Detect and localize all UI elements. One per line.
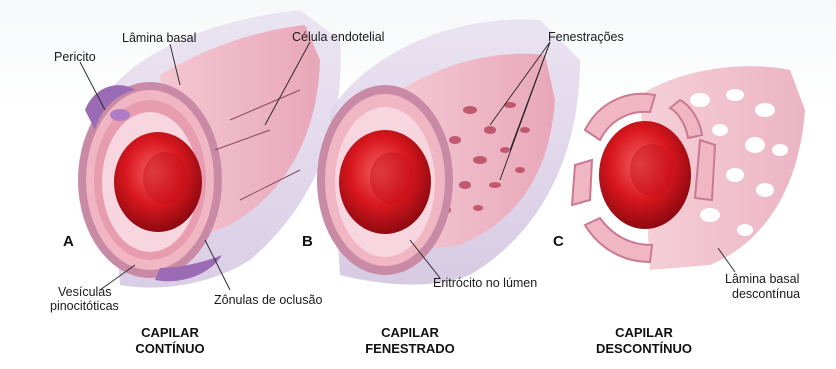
label-celula-endotelial: Célula endotelial [292, 30, 384, 44]
label-zonulas: Zônulas de oclusão [214, 293, 322, 307]
label-pericito: Pericito [54, 50, 96, 64]
fenestrated-capillary [317, 19, 580, 284]
label-eritrocito: Eritrócito no lúmen [433, 276, 537, 290]
caption-continuous-line2: CONTÍNUO [120, 341, 220, 357]
caption-discontinuous-line1: CAPILAR [584, 325, 704, 341]
label-vesiculas-2: pinocitóticas [50, 299, 119, 313]
caption-continuous-line1: CAPILAR [120, 325, 220, 341]
caption-fenestrated: CAPILAR FENESTRADO [350, 325, 470, 357]
label-vesiculas-1: Vesículas [58, 285, 112, 299]
panel-letter-a: A [63, 233, 74, 250]
label-lamina-basal: Lâmina basal [122, 31, 196, 45]
caption-continuous: CAPILAR CONTÍNUO [120, 325, 220, 357]
label-lamina-desc-1: Lâmina basal [725, 272, 799, 286]
caption-fenestrated-line1: CAPILAR [350, 325, 470, 341]
caption-fenestrated-line2: FENESTRADO [350, 341, 470, 357]
caption-discontinuous: CAPILAR DESCONTÍNUO [584, 325, 704, 357]
panel-letter-c: C [553, 233, 564, 250]
discontinuous-capillary [572, 66, 805, 270]
label-fenestracoes: Fenestrações [548, 30, 624, 44]
caption-discontinuous-line2: DESCONTÍNUO [584, 341, 704, 357]
label-lamina-desc-2: descontínua [732, 287, 800, 301]
panel-letter-b: B [302, 233, 313, 250]
